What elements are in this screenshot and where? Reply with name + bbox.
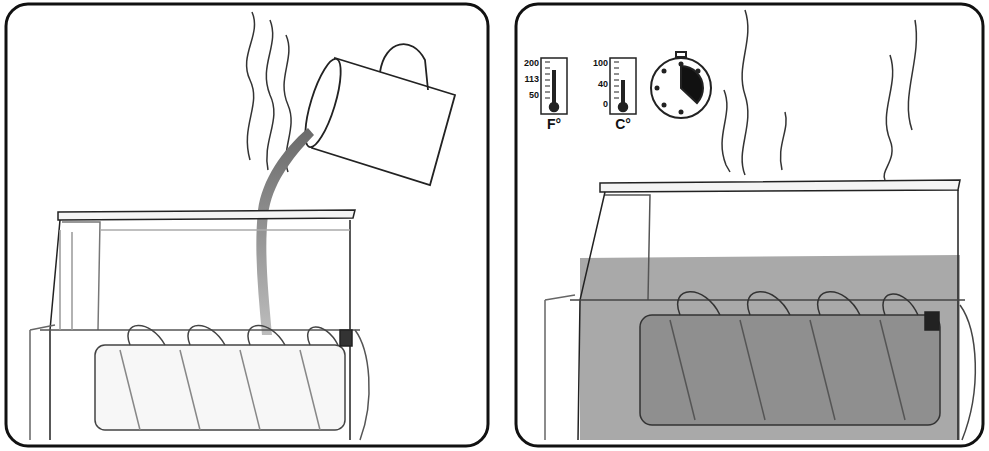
machine-bowl (30, 210, 369, 440)
scale-value: 40 (598, 80, 608, 89)
scale-value: 200 (524, 59, 539, 68)
poured-liquid (256, 128, 314, 335)
timer-clock (651, 52, 711, 118)
scale-value: 100 (593, 59, 608, 68)
scale-value: 50 (529, 91, 539, 100)
scale-unit: F° (547, 117, 561, 131)
steam-lines (722, 10, 916, 180)
thermometer (541, 58, 567, 114)
scale-unit: C° (615, 117, 631, 131)
panel-frame (516, 4, 983, 446)
machine-bowl (545, 180, 975, 440)
steam-lines (247, 12, 292, 172)
pitcher (298, 44, 455, 185)
panel-frame (6, 4, 488, 446)
scale-value: 113 (524, 75, 539, 84)
thermometer (610, 58, 636, 114)
scale-value: 0 (603, 100, 608, 109)
